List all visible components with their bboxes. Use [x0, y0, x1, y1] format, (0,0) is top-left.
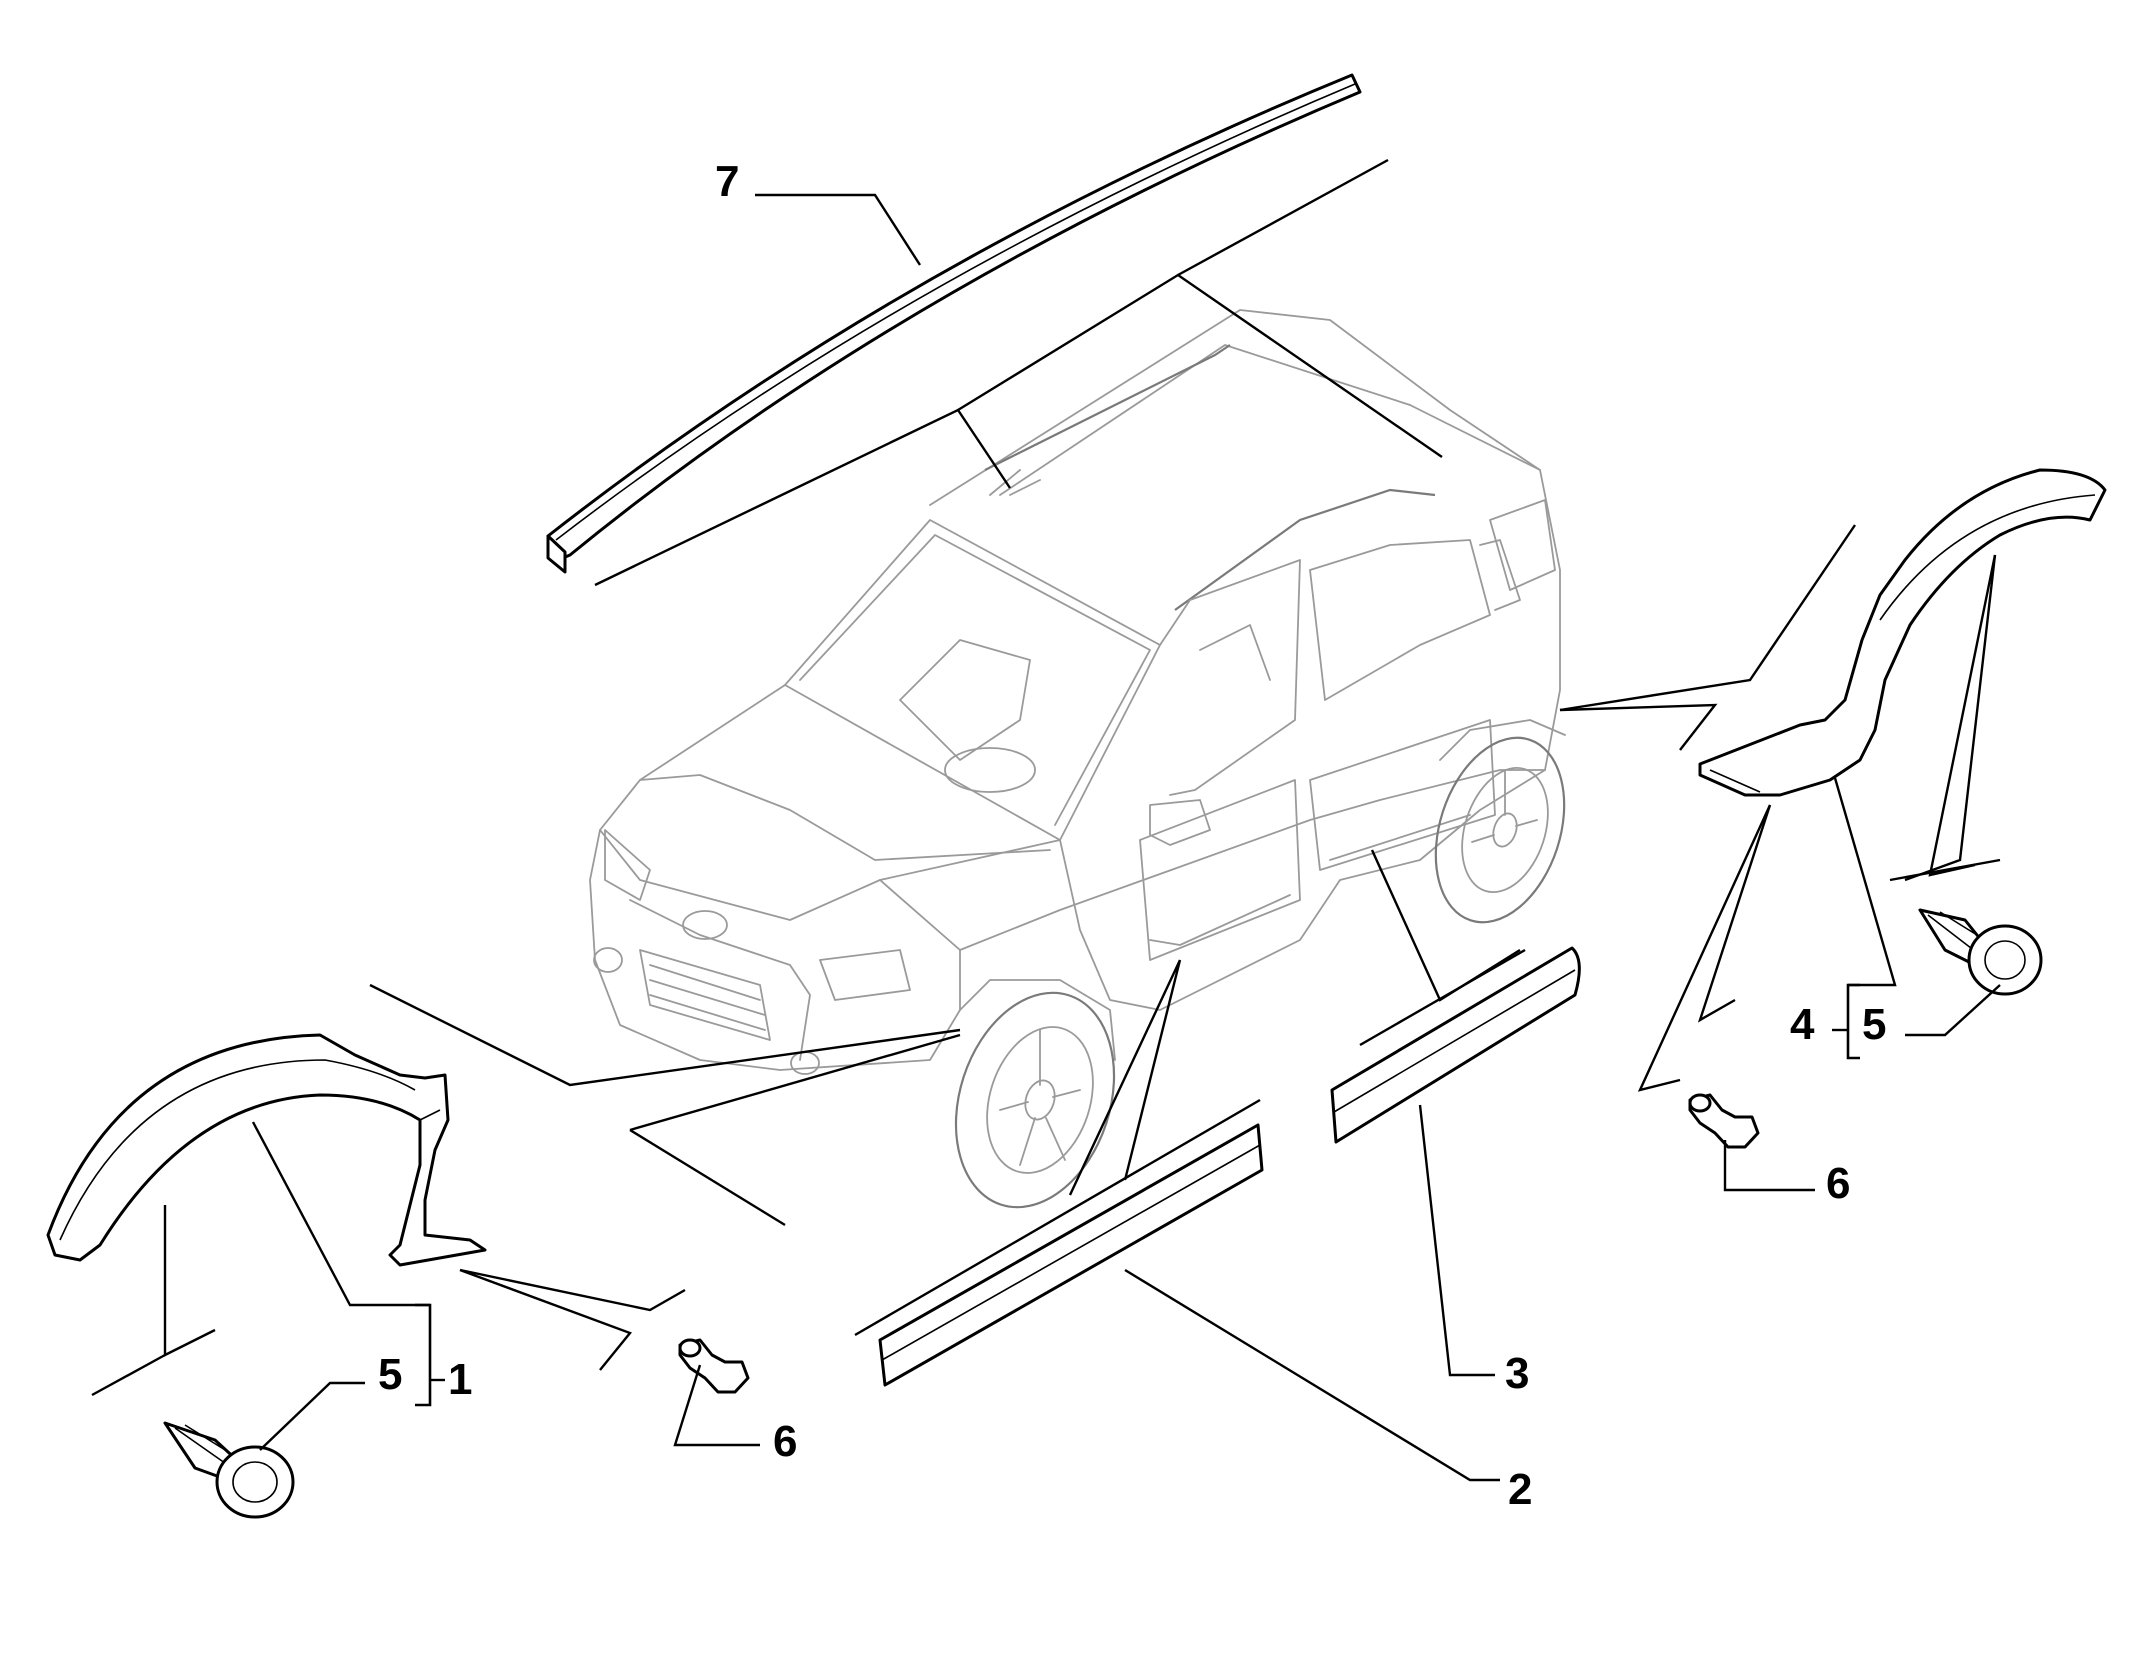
callout-5-rear: 5: [1862, 1000, 1887, 1049]
callout-3: 3: [1505, 1349, 1530, 1398]
push-in-clip-front: [163, 1421, 295, 1519]
push-in-clip-rear: [1918, 908, 2043, 996]
car-illustration: [589, 309, 1566, 1209]
callout-1: 1: [448, 1355, 473, 1404]
callout-2: 2: [1508, 1465, 1533, 1514]
front-wheel-arch-trim: [46, 1033, 487, 1267]
rear-wheel-arch-trim: [1698, 468, 2107, 797]
fastener-screw-front: [678, 1338, 750, 1394]
callout-5-front: 5: [378, 1350, 403, 1399]
rear-door-side-moulding: [1330, 946, 1581, 1144]
callout-6-front: 6: [773, 1417, 798, 1466]
callout-7: 7: [715, 157, 740, 206]
fastener-screw-rear: [1688, 1093, 1760, 1149]
roof-moulding: [546, 73, 1362, 574]
leader-lines: [91, 158, 2001, 1482]
front-door-side-moulding: [878, 1123, 1264, 1387]
callout-6-rear: 6: [1826, 1159, 1851, 1208]
callout-4: 4: [1790, 1000, 1815, 1049]
